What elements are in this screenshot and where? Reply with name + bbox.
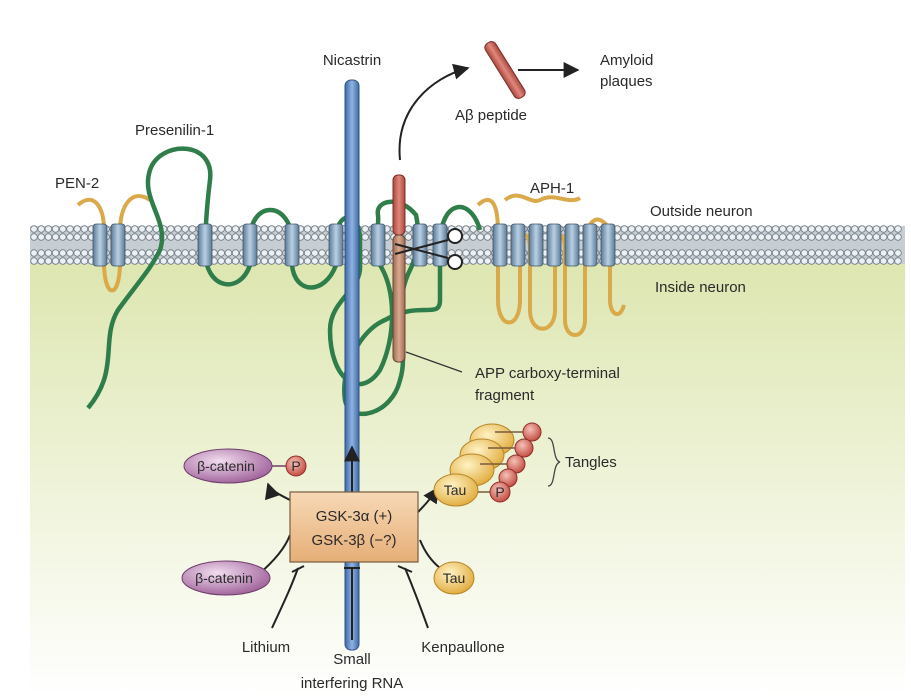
beta-catenin-p-label: β-catenin xyxy=(197,458,255,474)
gsk3-box xyxy=(290,492,418,562)
helix-cylinder xyxy=(198,224,212,266)
helix-cylinder xyxy=(565,224,579,266)
helix-cylinder xyxy=(329,224,343,266)
helix-cylinder xyxy=(111,224,125,266)
tangles-label: Tangles xyxy=(565,454,617,471)
nicastrin-protein xyxy=(345,80,359,650)
presenilin-label: Presenilin-1 xyxy=(135,122,214,139)
helix-cylinder xyxy=(371,224,385,266)
inside-neuron-label: Inside neuron xyxy=(655,279,746,296)
helix-cylinder xyxy=(511,224,525,266)
amyloid-label-line1: Amyloid xyxy=(600,52,653,69)
phosphate-label-tau: P xyxy=(495,484,504,500)
helix-cylinder xyxy=(413,224,427,266)
helix-cylinder xyxy=(243,224,257,266)
sirna-label-line1: Small xyxy=(333,651,371,668)
tau-label: Tau xyxy=(443,570,466,586)
helix-cylinder xyxy=(493,224,507,266)
helix-cylinder xyxy=(529,224,543,266)
nicastrin-label: Nicastrin xyxy=(323,52,381,69)
app-carboxy-terminal-fragment xyxy=(393,235,405,362)
helix-cylinder xyxy=(93,224,107,266)
helix-cylinder xyxy=(583,224,597,266)
helix-cylinder xyxy=(547,224,561,266)
helix-cylinder xyxy=(601,224,615,266)
beta-catenin-label: β-catenin xyxy=(195,570,253,586)
amyloid-label-line2: plaques xyxy=(600,73,653,90)
abeta-label: Aβ peptide xyxy=(455,107,527,124)
outside-neuron-label: Outside neuron xyxy=(650,203,753,220)
phosphate-label-catenin: P xyxy=(291,458,300,474)
tau-p-label: Tau xyxy=(444,482,467,498)
kenpaullone-label: Kenpaullone xyxy=(421,639,504,656)
lithium-label: Lithium xyxy=(242,639,290,656)
pen2-label: PEN-2 xyxy=(55,175,99,192)
helix-cylinder xyxy=(285,224,299,266)
gsk3b-label: GSK-3β (−?) xyxy=(312,532,397,549)
app-label-line2: fragment xyxy=(475,387,535,404)
app-abeta-segment xyxy=(393,175,405,235)
sirna-label-line2: interfering RNA xyxy=(301,675,404,692)
helix-cylinder xyxy=(433,224,447,266)
aph1-label: APH-1 xyxy=(530,180,574,197)
app-label-line1: APP carboxy-terminal xyxy=(475,365,620,382)
gsk3a-label: GSK-3α (+) xyxy=(316,508,393,525)
